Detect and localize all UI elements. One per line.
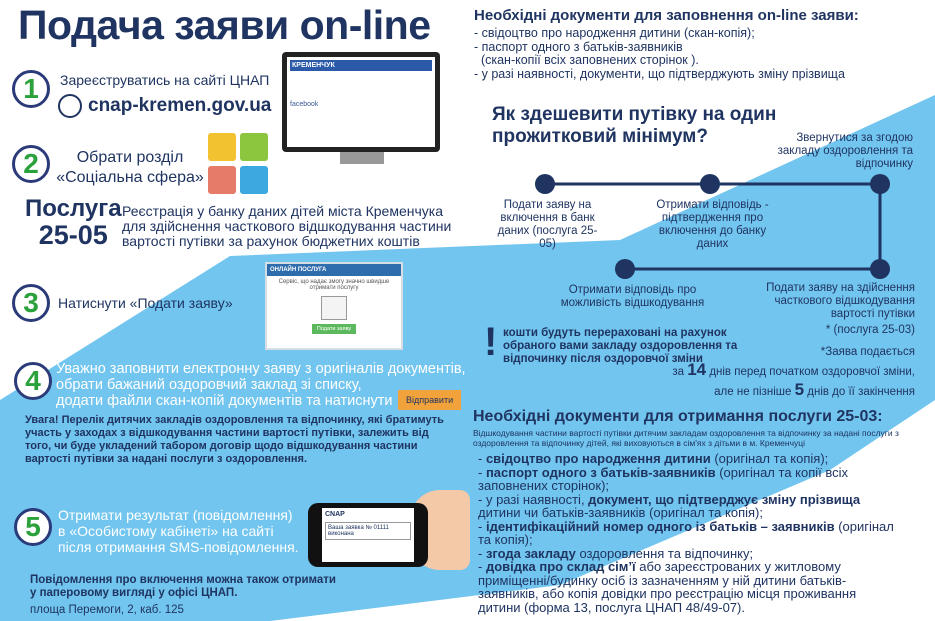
service-doc-item: - паспорт одного з батьків-заявників (ор… [478,464,849,493]
sms-sender: CNAP [325,511,345,518]
service-docs-subtitle: Відшкодування частини вартості путівки д… [473,428,899,448]
flow-step-5: Отримати відповідь про можливість відшко… [560,284,705,309]
step-5-badge: 5 [14,508,52,546]
phone-image: CNAP Ваша заявка № 01111 виконана [308,503,428,567]
flow-node [870,259,890,279]
flow-step-3: Звернутися за згодою закладу оздоровленн… [777,132,913,170]
flow-step-4: Подати заяву на здійснення часткового ві… [766,282,915,320]
service-doc-item: - свідоцтво про народження дитини (оригі… [478,451,829,466]
step-5-line: після отримання SMS-повідомлення. [58,539,299,555]
step-2-line1: Обрати розділ [76,149,184,166]
service-description: Реєстрація у банку даних дітей міста Кре… [122,204,451,249]
paper-note-line: у паперовому вигляді у офісі ЦНАП. [30,587,238,599]
deadline-post: днів перед початком оздоровчої зміни, [709,366,915,378]
service-desc-line: Реєстрація у банку даних дітей міста Кре… [122,203,443,219]
step-3-text: Натиснути «Подати заяву» [58,295,233,311]
send-button[interactable]: Відправити [398,390,462,410]
cheaper-heading-line: Як здешевити путівку на один [492,104,777,125]
deadline-line1: *Заява подається [820,346,915,358]
flow-node [615,259,635,279]
social-sphere-icon [208,133,270,195]
step-3-badge: 3 [12,284,50,322]
sms-text: Ваша заявка № 01111 виконана [325,522,411,540]
service-label: Послуга 25-05 [25,195,122,250]
money-note: кошти будуть перераховані на рахунок обр… [503,327,738,365]
service-docs-list: - свідоцтво про народження дитини (оригі… [478,452,898,614]
globe-icon [58,94,82,118]
card-header: ОНЛАЙН ПОСЛУГА [267,264,401,276]
days-after: 5 [794,380,805,399]
monitor-facebook: facebook [290,101,319,108]
office-address: площа Перемоги, 2, каб. 125 [30,604,184,616]
deadline-post: днів до її закінчення [807,386,915,398]
flow-node [870,174,890,194]
service-doc-item: - згода закладу оздоровлення та відпочин… [478,545,754,561]
monitor-brand: КРЕМЕНЧУК [290,60,432,71]
notepad-icon [321,296,347,320]
card-submit-button[interactable]: Подати заяву [312,324,356,334]
step-4-badge: 4 [14,362,52,400]
step-5-line: Отримати результат (повідомлення) [58,507,293,523]
online-doc-item: - у разі наявності, документи, що підтве… [474,66,845,81]
step-5-line: в «Особистому кабінеті» на сайті [58,523,274,539]
deadline-pre: за [672,366,684,378]
service-desc-line: для здійснення часткового відшкодування … [122,218,452,234]
page-title: Подача заяви on-line [18,2,431,48]
flow-step-2: Отримати відповідь - підтвердження про в… [656,199,769,250]
online-docs-list: - свідоцтво про народження дитини (скан-… [474,26,845,81]
online-doc-item: - паспорт одного з батьків-заявників [474,39,683,54]
step-4-text: Уважно заповнити електронну заяву з ориг… [56,361,466,409]
service-label-1: Послуга [25,195,122,222]
deadline-pre: але не пізніше [714,386,792,398]
online-service-card: ОНЛАЙН ПОСЛУГА Сервіс, що надає змогу зн… [265,262,403,350]
service-label-2: 25-05 [38,220,108,250]
service-doc-item: - довідка про склад сім’ї або зареєстров… [478,559,857,615]
service-doc-item: - у разі наявності, документ, що підтвер… [478,491,861,520]
flow-step-4-service: * (послуга 25-03) [825,324,915,336]
online-docs-heading: Необхідні документи для заповнення on-li… [474,7,859,24]
days-before: 14 [687,360,707,379]
deadline-note: *Заява подається за 14 днів перед початк… [600,344,915,401]
card-text: Сервіс, що надає змогу значно швидше отр… [278,279,390,291]
step-1-badge: 1 [12,70,50,108]
flow-node [535,174,555,194]
step-4-line: додати файли скан-копій документів та на… [56,393,393,409]
step-5-text: Отримати результат (повідомлення) в «Осо… [58,507,299,555]
online-doc-item: - свідоцтво про народження дитини (скан-… [474,26,755,40]
exclamation-icon: ! [484,320,498,364]
step-1-text: Зареєструватись на сайті ЦНАП [60,72,270,88]
service-desc-line: вартості путівки за рахунок бюджетних ко… [122,233,420,249]
site-link[interactable]: cnap-kremen.gov.ua [88,95,272,116]
step-4-line: Уважно заповнити електронну заяву з ориг… [56,361,466,377]
paper-note: Повідомлення про включення можна також о… [30,574,336,617]
step-2-text: Обрати розділ «Соціальна сфера» [55,148,205,188]
flow-step-1: Подати заяву на включення в банк даних (… [497,199,598,250]
monitor-stand [340,152,384,164]
paper-note-line: Повідомлення про включення можна також о… [30,574,336,586]
online-doc-item: (скан-копії всіх заповнених сторінок ). [474,53,699,67]
cheaper-heading-line: прожитковий мінімум? [492,126,708,147]
monitor-image: КРЕМЕНЧУК facebook [282,52,440,152]
step-4-line: обрати бажаний оздоровчий заклад зі спис… [56,377,362,393]
step-2-line2: «Соціальна сфера» [56,169,204,186]
service-docs-heading: Необхідні документи для отримання послуг… [473,408,883,425]
cheaper-heading: Як здешевити путівку на один прожитковий… [492,104,776,148]
service-doc-item: - ідентифікаційний номер одного із батьк… [478,518,894,547]
step-2-badge: 2 [12,145,50,183]
flow-node [700,174,720,194]
warning-text: Увага! Перелік дитячих закладів оздоровл… [25,414,444,465]
